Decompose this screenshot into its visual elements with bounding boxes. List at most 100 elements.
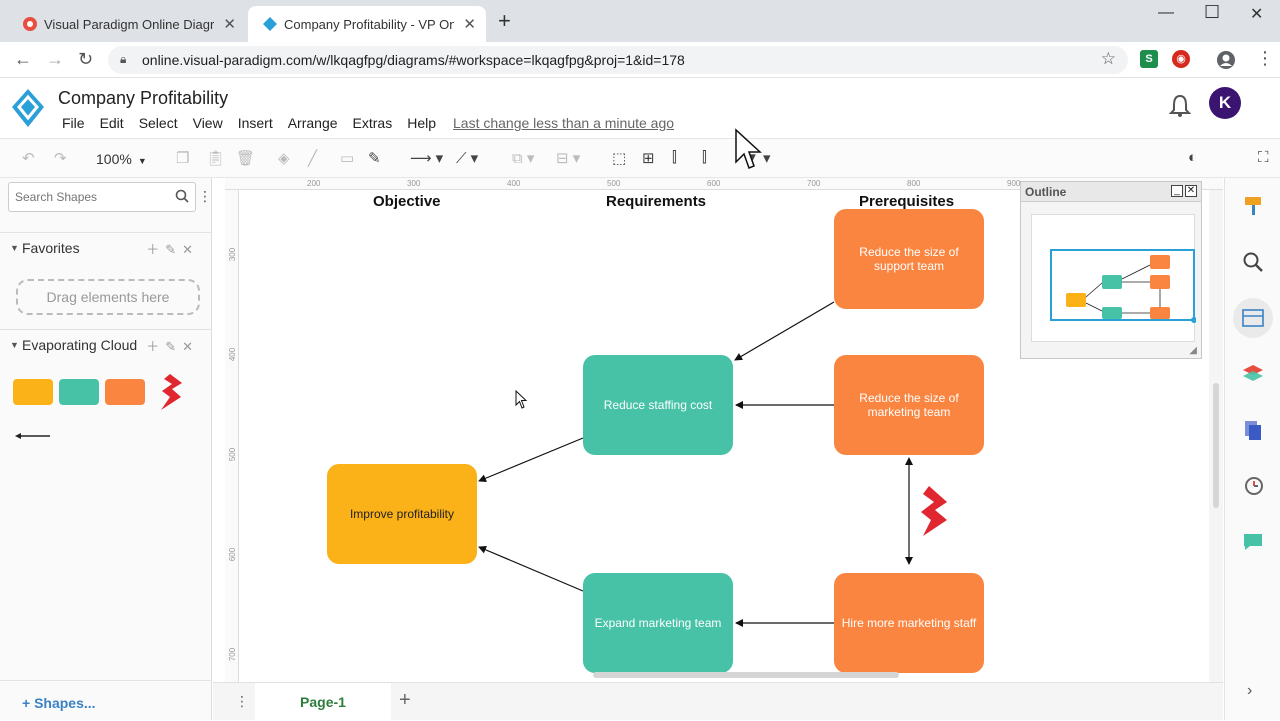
notification-bell-icon[interactable] (1169, 94, 1191, 118)
favorites-drop-zone[interactable]: Drag elements here (16, 279, 200, 315)
waypoint-style-icon[interactable]: ⟋ ▾ (456, 150, 479, 167)
outline-title: Outline (1021, 182, 1201, 202)
delete-icon[interactable]: 🗑︎ (236, 150, 256, 167)
pages-icon[interactable] (1241, 418, 1265, 442)
node-prerequisite-2[interactable]: Reduce the size of marketing team (834, 355, 984, 455)
outline-panel[interactable]: Outline _ ✕ ◢ (1020, 181, 1202, 359)
connector-line-shape-icon[interactable] (14, 432, 52, 440)
outline-viewport[interactable] (1050, 249, 1195, 321)
diagram-page[interactable]: Objective Requirements Prerequisites Red… (239, 190, 1209, 682)
menu-arrange[interactable]: Arrange (287, 115, 338, 131)
node-objective[interactable]: Improve profitability (327, 464, 477, 564)
paste-icon[interactable]: 📋︎ (206, 150, 226, 167)
back-arrow-icon[interactable]: ← (14, 49, 32, 69)
node-prerequisite-3[interactable]: Hire more marketing staff (834, 573, 984, 673)
expand-panel-chevron-icon[interactable]: › (1247, 682, 1253, 699)
browser-tab-visual-paradigm[interactable]: Visual Paradigm Online Diagrams ✕ (8, 6, 246, 42)
minimize-window-icon[interactable]: — (1158, 4, 1174, 21)
extension-adblock-icon[interactable]: ◉ (1172, 50, 1190, 68)
collaboration-icon[interactable]: ◐ (1188, 149, 1198, 166)
shadow-icon[interactable]: ▭ (340, 150, 355, 167)
section-title: Favorites (22, 240, 80, 256)
close-tab-icon[interactable]: ✕ (223, 16, 236, 33)
section-evaporating-cloud[interactable]: ▼ Evaporating Cloud ＋✎✕ (0, 329, 211, 359)
browser-tab-company-profitability[interactable]: Company Profitability - VP Online ✕ (248, 6, 486, 42)
shape-orange-box[interactable] (105, 379, 145, 405)
close-tab-icon[interactable]: ✕ (463, 16, 476, 33)
outline-preview[interactable] (1031, 214, 1197, 342)
collapse-triangle-icon[interactable]: ▼ (10, 340, 19, 350)
zoom-select[interactable]: 100%▼ (96, 151, 147, 167)
profile-icon[interactable] (1216, 50, 1236, 70)
select-area-icon[interactable]: ⬚ (612, 150, 627, 167)
align-icon[interactable]: ⊟ ▾ (556, 150, 581, 167)
format-painter-icon[interactable]: ✎ (368, 150, 381, 167)
reload-icon[interactable]: ↻ (78, 49, 94, 69)
menu-insert[interactable]: Insert (237, 115, 273, 131)
menu-select[interactable]: Select (138, 115, 178, 131)
new-tab-icon[interactable]: + (498, 8, 511, 33)
page-options-icon[interactable]: ⋮ (235, 693, 249, 709)
fill-color-icon[interactable]: ◈ (278, 150, 290, 167)
arrange-front-icon[interactable]: ⧉ ▾ (512, 150, 535, 167)
connector-style-icon[interactable]: ⟶ ▾ (410, 150, 444, 167)
layers-icon[interactable] (1241, 362, 1265, 386)
minimize-panel-icon[interactable]: _ (1171, 185, 1183, 197)
url-field[interactable]: 🔒︎ online.visual-paradigm.com/w/lkqagfpg… (108, 46, 1128, 74)
search-icon[interactable] (175, 189, 189, 203)
conflict-lightning-shape-icon[interactable] (158, 373, 184, 411)
search-icon[interactable] (1241, 250, 1265, 274)
section-actions[interactable]: ＋✎✕ (146, 242, 199, 257)
close-panel-icon[interactable]: ✕ (1185, 185, 1197, 197)
connector-pre1-req1[interactable] (734, 301, 835, 361)
menu-help[interactable]: Help (407, 115, 437, 131)
menu-edit[interactable]: Edit (99, 115, 124, 131)
menu-view[interactable]: View (192, 115, 223, 131)
shape-teal-box[interactable] (59, 379, 99, 405)
maximize-window-icon[interactable]: ☐ (1204, 2, 1221, 22)
sidebar-options-icon[interactable]: ⋮ (198, 188, 212, 204)
close-window-icon[interactable]: ✕ (1250, 6, 1264, 23)
bookmark-star-icon[interactable]: ☆ (1100, 49, 1116, 68)
redo-icon[interactable]: ↷ (54, 150, 67, 167)
add-page-icon[interactable]: + (399, 689, 411, 711)
auto-layout-icon[interactable]: ⊞ (642, 150, 655, 167)
shape-yellow-box[interactable] (13, 379, 53, 405)
menu-file[interactable]: File (62, 115, 85, 131)
app-header: Company Profitability File Edit Select V… (0, 79, 1280, 138)
undo-icon[interactable]: ↶ (22, 150, 35, 167)
extension-s-icon[interactable]: S (1140, 50, 1158, 68)
connector-req2-objective[interactable] (478, 546, 584, 592)
node-requirement-1[interactable]: Reduce staffing cost (583, 355, 733, 455)
horizontal-scrollbar[interactable] (593, 672, 899, 678)
node-requirement-2[interactable]: Expand marketing team (583, 573, 733, 673)
comments-icon[interactable] (1241, 530, 1265, 554)
page-tab-1[interactable]: Page-1 (255, 683, 391, 721)
distribute-horizontal-icon[interactable]: ⫿ (672, 149, 677, 166)
diagram-canvas[interactable]: 200 300 400 500 600 700 800 900 300 400 … (213, 178, 1223, 682)
connector-req1-objective[interactable] (478, 437, 584, 483)
user-avatar[interactable]: K (1209, 87, 1241, 119)
last-change-link[interactable]: Last change less than a minute ago (453, 115, 675, 131)
history-icon[interactable] (1241, 474, 1265, 498)
document-title[interactable]: Company Profitability (58, 88, 229, 108)
browser-menu-icon[interactable]: ⋮ (1256, 48, 1274, 68)
section-favorites[interactable]: ▼ Favorites ＋✎✕ (0, 232, 211, 262)
fullscreen-icon[interactable]: ⛶ (1258, 149, 1269, 166)
distribute-vertical-icon[interactable]: ⫿ (702, 149, 707, 166)
conflict-lightning-icon[interactable] (921, 486, 947, 536)
search-shapes-input[interactable] (9, 183, 159, 211)
copy-icon[interactable]: ❐ (176, 150, 190, 167)
section-actions[interactable]: ＋✎✕ (146, 339, 199, 354)
forward-arrow-icon[interactable]: → (46, 49, 64, 69)
node-prerequisite-1[interactable]: Reduce the size of support team (834, 209, 984, 309)
collapse-triangle-icon[interactable]: ▼ (10, 243, 19, 253)
resize-grip-icon[interactable]: ◢ (1189, 345, 1197, 356)
right-tool-rail: › (1224, 178, 1280, 720)
menu-extras[interactable]: Extras (352, 115, 393, 131)
more-shapes-link[interactable]: + Shapes... (22, 695, 96, 711)
line-color-icon[interactable]: ╱ (308, 150, 318, 167)
format-brush-icon[interactable] (1241, 194, 1265, 218)
outline-toggle-button[interactable] (1233, 298, 1273, 338)
vertical-scrollbar[interactable] (1213, 383, 1219, 508)
